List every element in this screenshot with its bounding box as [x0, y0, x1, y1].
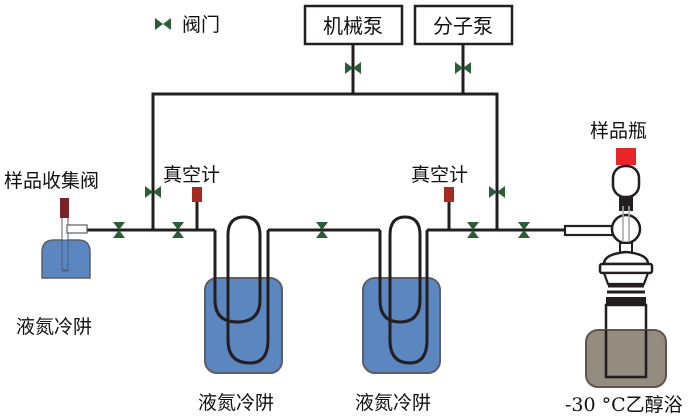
manifold-pipes: [82, 44, 567, 232]
mechanical-pump-valve-icon[interactable]: [345, 62, 361, 74]
small-ln2-trap: [41, 198, 91, 279]
ethanol-bath-label: -30 °C乙醇浴: [565, 394, 683, 416]
legend-valve-label: 阀门: [182, 14, 220, 36]
inter-trap-valve-icon[interactable]: [316, 222, 328, 238]
valves: [113, 62, 530, 238]
vacuum-gauge-left: [192, 187, 202, 202]
vacuum-gauge-right: [444, 187, 454, 202]
trap1-inlet-valve-icon[interactable]: [172, 222, 184, 238]
molecular-pump[interactable]: 分子泵: [413, 4, 514, 46]
molecular-pump-valve-icon[interactable]: [455, 62, 471, 74]
vacuum-gauge-right-label: 真空计: [411, 164, 468, 186]
sample-collection-line-valve-icon[interactable]: [113, 222, 125, 238]
ln2-trap-2: [362, 215, 441, 374]
sample-bottle-label: 样品瓶: [590, 120, 647, 142]
sample-bottle-side-arm: [563, 224, 616, 237]
ln2-trap-1-label: 液氮冷阱: [198, 392, 274, 414]
small-ln2-trap-label: 液氮冷阱: [16, 316, 92, 338]
trap2-outlet-valve-icon[interactable]: [467, 222, 479, 238]
molecular-pump-label: 分子泵: [433, 14, 493, 38]
sample-bottle-line-valve-icon[interactable]: [518, 222, 530, 238]
right-branch-valve-icon[interactable]: [489, 186, 505, 198]
sample-collection-valve-label: 样品收集阀: [4, 170, 99, 192]
vacuum-gauge-left-label: 真空计: [163, 164, 220, 186]
ln2-trap-2-label: 液氮冷阱: [355, 392, 431, 414]
mechanical-pump[interactable]: 机械泵: [303, 4, 404, 46]
legend: 阀门: [155, 14, 220, 36]
valve-legend-icon: [155, 18, 171, 30]
left-branch-valve-icon[interactable]: [145, 186, 161, 198]
mechanical-pump-label: 机械泵: [323, 14, 383, 38]
ethanol-bath: [585, 329, 667, 388]
ln2-trap-1: [204, 215, 283, 374]
sample-collection-valve-cap[interactable]: [60, 198, 69, 218]
sample-bottle-cap[interactable]: [616, 148, 636, 165]
